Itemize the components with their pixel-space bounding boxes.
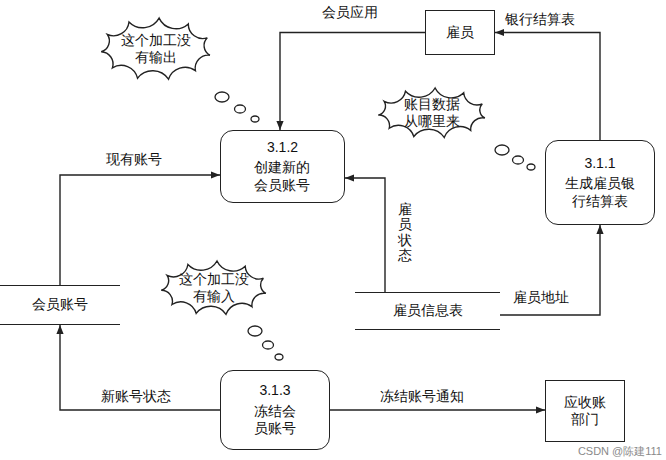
thought-bubble bbox=[248, 326, 262, 336]
node-label: 会员账号 bbox=[32, 296, 88, 314]
data-store: 雇员信息表 bbox=[355, 292, 500, 330]
data-flow bbox=[60, 325, 220, 410]
thought-bubble bbox=[263, 341, 274, 349]
flow-label: 新账号状态 bbox=[99, 388, 173, 405]
node-label: 应收账部门 bbox=[563, 394, 608, 429]
data-flow bbox=[345, 178, 385, 292]
flow-label: 雇员地址 bbox=[511, 289, 571, 306]
annotation-cloud: 这个加工没有输出 bbox=[95, 12, 217, 86]
thought-bubble bbox=[275, 354, 283, 360]
annotation-cloud: 这个加工没有输入 bbox=[155, 255, 273, 321]
node-label: 这个加工没有输入 bbox=[178, 271, 251, 306]
process-box: 3.1.3 冻结会员账号 bbox=[220, 370, 330, 450]
cloud-outline bbox=[101, 18, 210, 79]
node-label: 账目数据从哪里来 bbox=[403, 96, 462, 131]
cloud-outline bbox=[378, 88, 485, 137]
data-flow bbox=[500, 225, 600, 315]
flow-label: 现有账号 bbox=[104, 151, 164, 168]
flow-label: 会员应用 bbox=[320, 4, 380, 21]
node-label: 这个加工没有输出 bbox=[120, 32, 193, 67]
thought-bubble bbox=[235, 105, 246, 113]
node-label: 雇员 bbox=[446, 24, 474, 42]
external-entity: 应收账部门 bbox=[545, 380, 625, 442]
process-number: 3.1.2 bbox=[267, 139, 298, 157]
data-flow bbox=[60, 175, 220, 285]
flow-label: 银行结算表 bbox=[503, 11, 577, 28]
thought-bubble bbox=[495, 145, 509, 155]
process-box: 3.1.2 创建新的会员账号 bbox=[220, 130, 345, 203]
data-flow bbox=[330, 409, 545, 410]
thought-bubble bbox=[513, 156, 524, 164]
node-label: 生成雇员银行结算表 bbox=[564, 175, 637, 210]
process-box: 3.1.1 生成雇员银行结算表 bbox=[545, 140, 655, 225]
watermark: CSDN @陈建111 bbox=[578, 444, 662, 459]
thought-bubble bbox=[215, 92, 229, 102]
annotation-cloud: 账目数据从哪里来 bbox=[372, 82, 492, 144]
thought-bubble bbox=[527, 164, 535, 170]
flow-label: 冻结账号通知 bbox=[378, 388, 466, 405]
data-flow bbox=[495, 33, 600, 141]
node-label: 雇员信息表 bbox=[393, 302, 463, 320]
node-label: 创建新的会员账号 bbox=[253, 159, 312, 194]
data-store: 会员账号 bbox=[0, 285, 120, 325]
flow-label: 雇员状态 bbox=[397, 200, 413, 266]
process-number: 3.1.3 bbox=[259, 382, 290, 400]
thought-bubble bbox=[251, 116, 259, 122]
node-label: 冻结会员账号 bbox=[253, 403, 298, 438]
process-number: 3.1.1 bbox=[584, 155, 615, 173]
external-entity: 雇员 bbox=[425, 10, 495, 55]
cloud-outline bbox=[161, 261, 266, 314]
